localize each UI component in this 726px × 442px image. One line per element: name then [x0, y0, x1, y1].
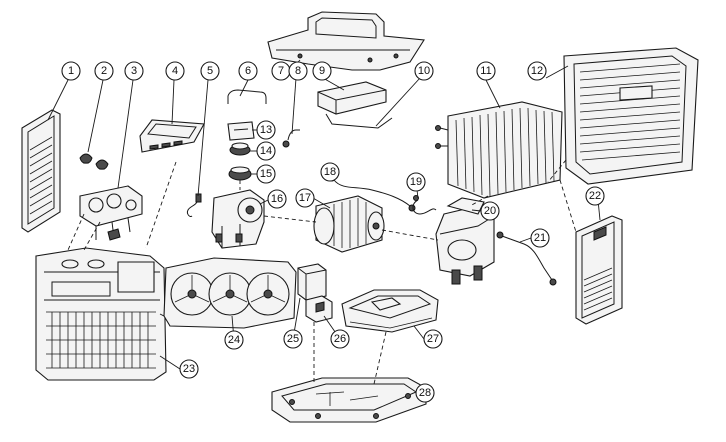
part-bracket — [325, 113, 393, 129]
part-front-housing — [35, 247, 167, 381]
part-display-panel — [139, 119, 205, 153]
part-pump-housing — [211, 189, 265, 249]
callout-markers: 1 2 3 4 5 6 7 8 9 10 11 12 13 14 15 16 1… — [61, 61, 605, 403]
callout-11: 11 — [476, 61, 496, 81]
callout-18: 18 — [320, 162, 340, 182]
part-knob-clips — [79, 153, 109, 170]
svg-text:22: 22 — [589, 190, 601, 202]
leader-lines — [47, 59, 601, 394]
part-foam-block — [317, 81, 387, 115]
callout-25: 25 — [283, 329, 303, 349]
svg-text:14: 14 — [260, 145, 272, 157]
callout-21: 21 — [530, 228, 550, 248]
callout-8: 8 — [288, 61, 308, 81]
svg-text:10: 10 — [418, 65, 430, 77]
svg-text:9: 9 — [319, 65, 325, 77]
part-tube-fitting — [282, 129, 300, 148]
part-sensor-cable — [187, 193, 202, 217]
part-side-panel-right — [575, 215, 623, 325]
svg-text:8: 8 — [295, 65, 301, 77]
svg-text:13: 13 — [260, 124, 272, 136]
part-triple-fan-assembly — [163, 257, 297, 329]
callout-13: 13 — [256, 120, 276, 140]
callout-10: 10 — [414, 61, 434, 81]
callout-9: 9 — [312, 61, 332, 81]
part-top-handle — [267, 11, 425, 71]
callout-27: 27 — [423, 329, 443, 349]
svg-text:26: 26 — [334, 333, 346, 345]
part-rear-grill-panel — [563, 47, 699, 185]
svg-text:27: 27 — [427, 333, 439, 345]
svg-text:15: 15 — [260, 168, 272, 180]
svg-text:3: 3 — [131, 65, 137, 77]
part-coiled-tube — [412, 195, 437, 215]
callout-20: 20 — [480, 201, 500, 221]
part-valve-stack — [227, 121, 255, 181]
part-small-block — [305, 295, 333, 323]
svg-text:18: 18 — [324, 166, 336, 178]
part-small-pipe — [227, 89, 267, 104]
callout-15: 15 — [256, 164, 276, 184]
part-capillary-tube — [496, 231, 557, 286]
svg-text:28: 28 — [419, 387, 431, 399]
svg-text:7: 7 — [278, 65, 284, 77]
callout-12: 12 — [527, 61, 547, 81]
svg-text:16: 16 — [271, 193, 283, 205]
svg-text:4: 4 — [172, 65, 178, 77]
part-condenser — [435, 101, 563, 199]
callout-26: 26 — [330, 329, 350, 349]
callout-5: 5 — [200, 61, 220, 81]
svg-text:21: 21 — [534, 232, 546, 244]
svg-text:25: 25 — [287, 333, 299, 345]
callout-4: 4 — [165, 61, 185, 81]
callout-7: 7 — [271, 61, 291, 81]
callout-22: 22 — [585, 186, 605, 206]
callout-6: 6 — [238, 61, 258, 81]
part-bracket-stand — [297, 263, 327, 301]
callout-17: 17 — [295, 188, 315, 208]
svg-text:6: 6 — [245, 65, 251, 77]
svg-text:5: 5 — [207, 65, 213, 77]
svg-text:19: 19 — [410, 176, 422, 188]
callout-24: 24 — [224, 330, 244, 350]
svg-text:12: 12 — [531, 65, 543, 77]
svg-text:1: 1 — [68, 65, 74, 77]
callout-23: 23 — [179, 359, 199, 379]
svg-text:17: 17 — [299, 192, 311, 204]
part-fan-motor — [313, 195, 385, 253]
callout-2: 2 — [94, 61, 114, 81]
callout-14: 14 — [256, 141, 276, 161]
part-base-plate — [271, 377, 427, 423]
callout-1: 1 — [61, 61, 81, 81]
part-side-panel-left — [21, 109, 61, 233]
part-control-switch-assembly — [79, 185, 143, 241]
svg-text:11: 11 — [480, 65, 491, 77]
assembly-guide-lines — [67, 159, 577, 385]
svg-text:2: 2 — [101, 65, 107, 77]
part-control-board-tray — [341, 289, 439, 333]
callout-19: 19 — [406, 172, 426, 192]
svg-text:20: 20 — [484, 205, 496, 217]
svg-text:24: 24 — [228, 334, 240, 346]
callout-16: 16 — [267, 189, 287, 209]
svg-text:23: 23 — [183, 363, 195, 375]
callout-28: 28 — [415, 383, 435, 403]
callout-3: 3 — [124, 61, 144, 81]
